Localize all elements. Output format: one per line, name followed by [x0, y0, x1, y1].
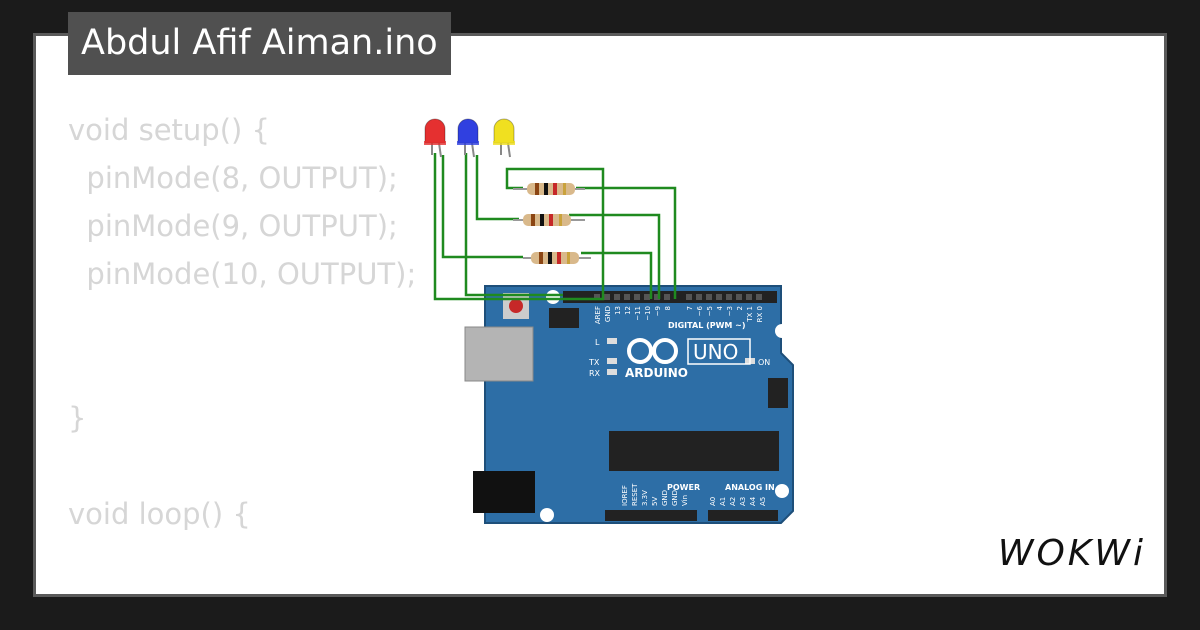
digital-pin-label: ~9 [654, 306, 662, 316]
header-pin-label: A5 [759, 497, 767, 506]
digital-pin-label: 4 [716, 305, 724, 310]
on-label: ON [758, 358, 770, 367]
analog-header [708, 510, 778, 521]
digital-pin[interactable] [736, 294, 742, 300]
header-pin-label: 5V [651, 497, 659, 506]
arduino-uno-board[interactable]: UNO ARDUINO DIGITAL (PWM ~) ON L TX RX P… [464, 285, 794, 524]
atmega-chip [609, 431, 779, 471]
digital-pin-label: AREF [594, 306, 602, 324]
resistor-1[interactable] [513, 183, 585, 195]
code-line: pinMode(9, OUTPUT); [68, 209, 398, 243]
code-line: pinMode(8, OUTPUT); [68, 161, 398, 195]
digital-pin[interactable] [644, 294, 650, 300]
digital-pin[interactable] [594, 294, 600, 300]
header-pin-label: Vin [681, 495, 689, 506]
digital-pin[interactable] [746, 294, 752, 300]
digital-pin-label: ~3 [726, 306, 734, 316]
digital-pin[interactable] [654, 294, 660, 300]
digital-pin[interactable] [686, 294, 692, 300]
digital-pin-label: ~5 [706, 306, 714, 316]
digital-pin-label: 8 [664, 306, 672, 310]
wires [433, 153, 677, 301]
header-pin-label: A1 [719, 497, 727, 506]
header-pin-label: A0 [709, 497, 717, 506]
header-pin-label: A3 [739, 497, 747, 506]
resistor-3[interactable] [523, 252, 591, 264]
board-model-label: UNO [693, 340, 738, 364]
header-pin-label: GND [661, 490, 669, 506]
header-pin-label: IOREF [621, 485, 629, 506]
digital-pin-label: GND [604, 306, 612, 322]
code-line: void setup() { [68, 113, 270, 147]
digital-pin[interactable] [716, 294, 722, 300]
digital-pin-label: TX 1 [746, 306, 754, 323]
header-pin-label: GND [671, 490, 679, 506]
blue-led[interactable] [457, 118, 479, 158]
digital-pin[interactable] [634, 294, 640, 300]
digital-pin-label: 7 [686, 306, 694, 310]
code-line: digitalWrite(8, HIGH); [68, 586, 416, 594]
header-pin-label: A4 [749, 496, 757, 506]
resistor-2[interactable] [513, 214, 585, 226]
rx-label: RX [589, 369, 601, 378]
digital-pin[interactable] [756, 294, 762, 300]
power-header [605, 510, 697, 521]
wokwi-logo: WOKWi [997, 533, 1146, 574]
code-preview: void setup() { pinMode(8, OUTPUT); pinMo… [68, 106, 417, 594]
red-led[interactable] [424, 118, 446, 158]
digital-pin[interactable] [696, 294, 702, 300]
board-brand-label: ARDUINO [625, 366, 688, 380]
code-line: void loop() { [68, 497, 251, 531]
digital-pin-label: 12 [624, 306, 632, 315]
power-label: POWER [667, 483, 700, 492]
digital-pin[interactable] [614, 294, 620, 300]
digital-pin[interactable] [706, 294, 712, 300]
analog-label: ANALOG IN [725, 483, 775, 492]
digital-pin[interactable] [624, 294, 630, 300]
digital-pin-label: ~10 [644, 306, 652, 321]
digital-pin-label: 13 [614, 306, 622, 315]
l-label: L [595, 338, 600, 347]
digital-pin-label: ~11 [634, 306, 642, 321]
digital-label: DIGITAL (PWM ~) [668, 321, 746, 330]
arduino-logo [627, 338, 678, 364]
circuit-diagram: UNO ARDUINO DIGITAL (PWM ~) ON L TX RX P… [424, 118, 794, 524]
yellow-led[interactable] [493, 118, 515, 158]
digital-pin[interactable] [726, 294, 732, 300]
digital-pin-label: 2 [736, 306, 744, 310]
code-line: pinMode(10, OUTPUT); [68, 257, 417, 291]
header-pin-label: 3.3V [641, 490, 649, 506]
code-line: } [68, 401, 87, 435]
digital-pin[interactable] [664, 294, 670, 300]
digital-pin[interactable] [604, 294, 610, 300]
power-jack [473, 471, 535, 513]
tx-label: TX [588, 358, 600, 367]
project-title: Abdul Afif Aiman.ino [68, 12, 451, 75]
digital-pin-label: ~6 [696, 305, 704, 316]
usb-port [464, 326, 534, 382]
header-pin-label: RESET [631, 483, 639, 506]
header-pin-label: A2 [729, 497, 737, 506]
preview-card: void setup() { pinMode(8, OUTPUT); pinMo… [33, 33, 1167, 597]
digital-pin-label: RX 0 [756, 306, 764, 322]
